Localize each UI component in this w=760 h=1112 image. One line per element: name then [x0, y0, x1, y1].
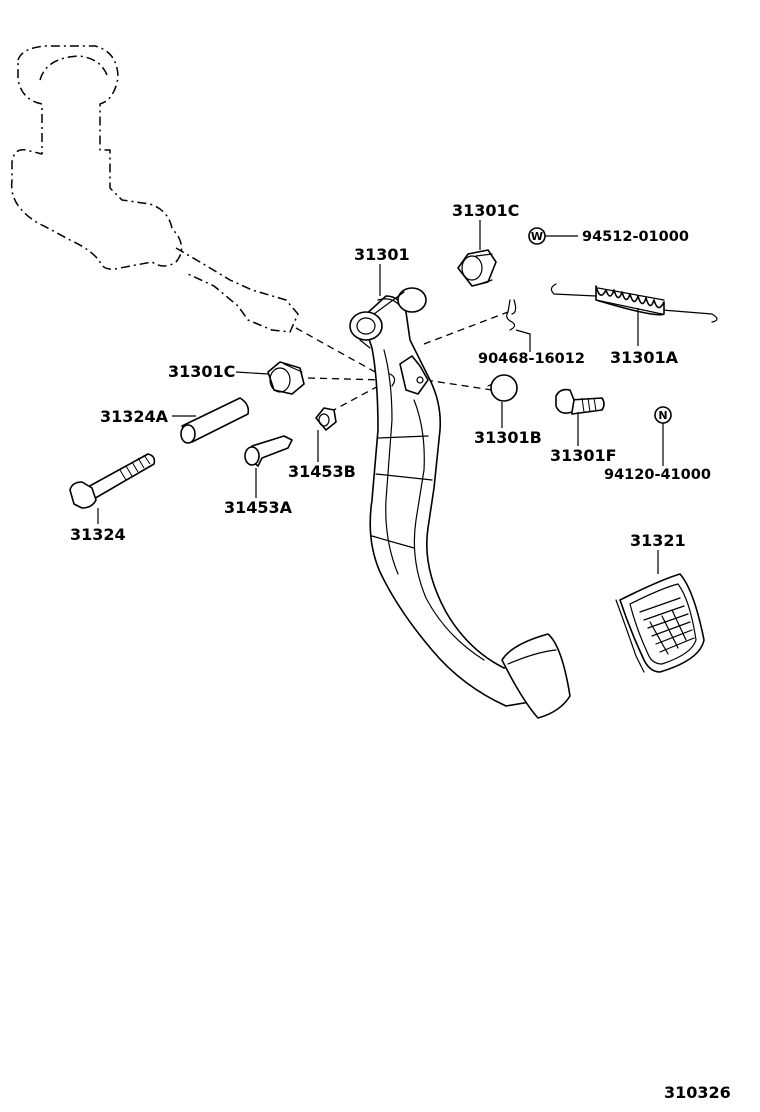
part-labels: 31301C 94512-01000 31301 90468-16012 313…	[70, 201, 731, 1102]
label-31321: 31321	[630, 531, 686, 550]
bushing-31301c-left	[267, 361, 305, 395]
label-31324a: 31324A	[100, 407, 169, 426]
label-31301a: 31301A	[610, 348, 679, 367]
pin-31453a	[244, 435, 293, 467]
label-94120-41000: 94120-41000	[604, 467, 711, 483]
label-31301: 31301	[354, 245, 410, 264]
n-mark: N	[658, 409, 667, 422]
label-31301b: 31301B	[474, 428, 542, 447]
label-31301f: 31301F	[550, 446, 617, 465]
pedal-pad-31321	[615, 573, 705, 673]
bolt-31324	[69, 453, 156, 509]
label-31301c-top: 31301C	[452, 201, 519, 220]
figure-number: 310326	[664, 1083, 731, 1102]
label-31453b: 31453B	[288, 462, 356, 481]
bushing-31453b	[315, 407, 337, 431]
master-cylinder-phantom	[10, 45, 299, 333]
assembly-dashed-lines	[295, 311, 509, 413]
bolt-31301f	[555, 388, 605, 415]
label-94512-01000: 94512-01000	[582, 229, 689, 245]
washer-w-symbol: W	[528, 227, 546, 245]
label-31324: 31324	[70, 525, 126, 544]
label-90468-16012: 90468-16012	[478, 351, 585, 367]
w-mark: W	[531, 230, 543, 243]
stopper-31301b	[487, 374, 518, 402]
label-31453a: 31453A	[224, 498, 293, 517]
bushing-31301c-top	[457, 249, 497, 287]
return-spring	[550, 283, 718, 323]
nut-n-symbol: N	[654, 406, 672, 424]
pedal-arm	[349, 287, 571, 719]
label-31301c-left: 31301C	[168, 362, 235, 381]
collar-31324a	[180, 397, 250, 444]
leader-lines	[97, 220, 664, 574]
clip-90468	[506, 299, 517, 331]
